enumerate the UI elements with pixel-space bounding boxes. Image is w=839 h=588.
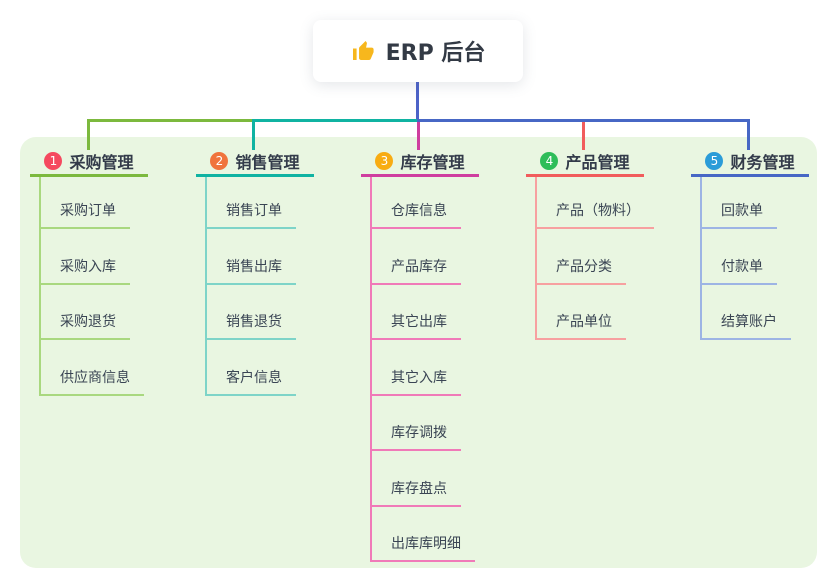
child-row: 产品分类 [537,229,644,285]
branch-children: 回款单付款单结算账户 [700,177,809,340]
child-node[interactable]: 产品库存 [372,256,461,285]
child-node[interactable]: 销售订单 [207,200,296,229]
child-row: 产品单位 [537,285,644,340]
rail-segment-mid [252,119,418,122]
branch-2: 2 销售管理销售订单销售出库销售退货客户信息 [196,148,314,396]
child-node[interactable]: 仓库信息 [372,200,461,229]
branch-drop-line-2 [252,119,255,150]
child-node[interactable]: 采购订单 [41,200,130,229]
child-node[interactable]: 采购退货 [41,311,130,340]
child-node[interactable]: 回款单 [702,200,777,229]
branch-number-badge: 4 [540,152,559,170]
branch-header-5[interactable]: 5 财务管理 [691,148,809,177]
child-node[interactable]: 产品分类 [537,256,626,285]
child-row: 其它出库 [372,285,479,340]
branch-children: 仓库信息产品库存其它出库其它入库库存调拨库存盘点出库库明细 [370,177,479,562]
branch-drop-line-3 [417,122,420,150]
child-row: 仓库信息 [372,177,479,229]
child-row: 产品（物料） [537,177,654,229]
child-node[interactable]: 产品单位 [537,311,626,340]
child-node[interactable]: 库存调拨 [372,422,461,451]
child-row: 客户信息 [207,340,314,396]
branch-label: 采购管理 [69,153,134,172]
branch-number-badge: 5 [705,152,724,170]
branch-header-4[interactable]: 4 产品管理 [526,148,644,177]
branch-drop-line-1 [87,119,90,150]
branches-panel [20,137,817,568]
child-row: 产品库存 [372,229,479,285]
thumbs-up-icon [351,39,375,63]
branch-children: 销售订单销售出库销售退货客户信息 [205,177,314,396]
branch-4: 4 产品管理产品（物料） 产品分类产品单位 [526,148,654,340]
child-node[interactable]: 客户信息 [207,367,296,396]
rail-segment-left [87,119,253,122]
branch-number-badge: 3 [375,152,394,170]
child-node[interactable]: 结算账户 [702,311,791,340]
child-row: 采购订单 [41,177,148,229]
branch-label: 财务管理 [730,153,795,172]
branch-1: 1 采购管理采购订单采购入库采购退货供应商信息 [30,148,148,396]
branch-label: 销售管理 [235,153,300,172]
child-node[interactable]: 销售退货 [207,311,296,340]
branch-header-3[interactable]: 3 库存管理 [361,148,479,177]
child-row: 其它入库 [372,340,479,396]
branch-drop-line-5 [747,119,750,150]
branch-children: 产品（物料） 产品分类产品单位 [535,177,654,340]
rail-segment-right [417,119,750,122]
child-node[interactable]: 库存盘点 [372,478,461,507]
child-row: 供应商信息 [41,340,148,396]
branch-label: 产品管理 [565,153,630,172]
branch-number-badge: 2 [210,152,229,170]
child-row: 采购退货 [41,285,148,340]
child-row: 出库库明细 [372,507,479,562]
branch-number-badge: 1 [44,152,63,170]
root-node[interactable]: ERP 后台 [313,20,523,82]
branch-3: 3 库存管理仓库信息产品库存其它出库其它入库库存调拨库存盘点出库库明细 [361,148,479,562]
child-row: 结算账户 [702,285,809,340]
child-node[interactable]: 销售出库 [207,256,296,285]
root-connector-line [416,82,419,122]
child-row: 销售出库 [207,229,314,285]
child-row: 库存盘点 [372,451,479,507]
child-node[interactable]: 产品（物料） [537,200,654,229]
child-node[interactable]: 出库库明细 [372,533,475,562]
branch-children: 采购订单采购入库采购退货供应商信息 [39,177,148,396]
child-row: 付款单 [702,229,809,285]
child-row: 采购入库 [41,229,148,285]
child-node[interactable]: 供应商信息 [41,367,144,396]
child-row: 销售订单 [207,177,314,229]
branch-5: 5 财务管理回款单付款单结算账户 [691,148,809,340]
child-node[interactable]: 其它入库 [372,367,461,396]
child-row: 销售退货 [207,285,314,340]
child-node[interactable]: 其它出库 [372,311,461,340]
branch-drop-line-4 [582,122,585,150]
branch-header-1[interactable]: 1 采购管理 [30,148,148,177]
branch-header-2[interactable]: 2 销售管理 [196,148,314,177]
child-node[interactable]: 采购入库 [41,256,130,285]
child-row: 回款单 [702,177,809,229]
root-label: ERP 后台 [385,41,486,66]
branch-label: 库存管理 [400,153,465,172]
child-row: 库存调拨 [372,396,479,451]
child-node[interactable]: 付款单 [702,256,777,285]
